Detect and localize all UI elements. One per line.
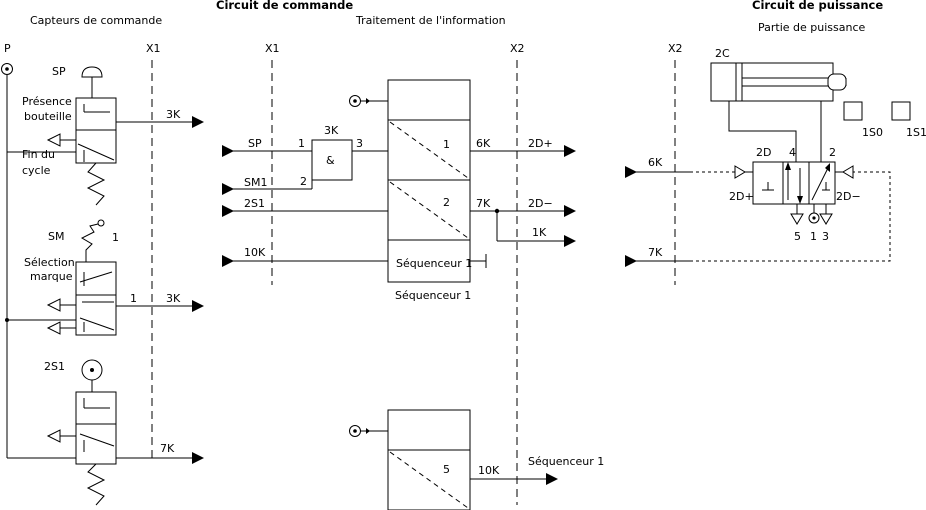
power-input-6k: 6K bbox=[625, 156, 735, 178]
sequencer-label-inside: Séquenceur 1 bbox=[396, 257, 472, 270]
and-pin-2: 2 bbox=[300, 175, 307, 188]
axis-label-x2-right: X2 bbox=[668, 42, 683, 55]
input-label-10k: 10K bbox=[244, 246, 266, 259]
limit-switch-1s0: 1S0 bbox=[843, 101, 883, 139]
input-label-sm1: SM1 bbox=[244, 176, 267, 189]
pressure-supply-line bbox=[1, 63, 76, 459]
sensor-sm-output-label: 3K bbox=[166, 292, 181, 305]
sequencer-signal-2dplus: 2D+ bbox=[528, 137, 553, 150]
power-input-7k: 7K bbox=[625, 171, 891, 267]
sensor-sm: SM 1 1 3K Sélection marque bbox=[24, 219, 204, 336]
cylinder-2c: 2C bbox=[710, 47, 847, 102]
limit-switch-1s1: 1S1 bbox=[891, 101, 926, 139]
power-input-6k-label: 6K bbox=[648, 156, 663, 169]
cylinder-pipes bbox=[728, 101, 822, 162]
and-gate-name: 3K bbox=[324, 124, 339, 137]
sequencer-signal-1k: 1K bbox=[532, 226, 547, 239]
valve-port-2: 2 bbox=[829, 146, 836, 159]
limit-switch-1s1-label: 1S1 bbox=[906, 126, 926, 139]
sensor-sp-text-bouteille: bouteille bbox=[24, 110, 72, 123]
header-circuit-commande: Circuit de commande bbox=[216, 0, 353, 12]
input-label-2s1: 2S1 bbox=[244, 197, 265, 210]
sensor-sm-text-marque: marque bbox=[30, 270, 73, 283]
sequencer-2-label: Séquenceur 1 bbox=[528, 455, 604, 468]
axis-label-x2-left: X2 bbox=[510, 42, 525, 55]
and-pin-1: 1 bbox=[298, 137, 305, 150]
sensor-sp-text-cycle: cycle bbox=[22, 164, 51, 177]
valve-port-1: 1 bbox=[810, 230, 817, 243]
sequencer-2-output-10k: 10K bbox=[478, 464, 500, 477]
sensor-sp: SP 3K Présence bouteille Fin du cycle bbox=[22, 65, 204, 206]
header-traitement: Traitement de l'information bbox=[355, 14, 506, 27]
valve-port-5: 5 bbox=[794, 230, 801, 243]
header-capteurs: Capteurs de commande bbox=[30, 14, 162, 27]
sensor-2s1-output-label: 7K bbox=[160, 442, 175, 455]
header-partie-puissance: Partie de puissance bbox=[758, 21, 866, 34]
sequencer-2: 5 10K Séquenceur 1 bbox=[349, 409, 604, 510]
input-label-sp: SP bbox=[248, 137, 262, 150]
logic-inputs: SP 1 SM1 2 2S1 10K bbox=[222, 137, 388, 267]
sensor-2s1: 2S1 7K bbox=[44, 359, 204, 506]
axis-label-p: P bbox=[4, 42, 11, 55]
valve-pilot-2dplus: 2D+ bbox=[729, 190, 754, 203]
sensor-sm-text-selection: Sélection bbox=[24, 256, 75, 269]
sequencer-label-below: Séquenceur 1 bbox=[395, 289, 471, 302]
sensor-2s1-name: 2S1 bbox=[44, 360, 65, 373]
sequencer-1: 1 2 Séquenceur 1 Séquenceur 1 6K 2D+ 7K … bbox=[349, 79, 576, 302]
cylinder-2c-name: 2C bbox=[715, 47, 730, 60]
valve-2d: 2D 4 2 2D+ 2D− 5 1 3 bbox=[729, 146, 861, 243]
sequencer-2-step-5: 5 bbox=[443, 463, 450, 476]
valve-port-3: 3 bbox=[822, 230, 829, 243]
axis-label-x1-left: X1 bbox=[146, 42, 161, 55]
sensor-sm-port: 1 bbox=[112, 231, 119, 244]
limit-switch-1s0-label: 1S0 bbox=[862, 126, 883, 139]
and-pin-3: 3 bbox=[356, 137, 363, 150]
valve-2d-name: 2D bbox=[756, 146, 771, 159]
axis-label-x1-right: X1 bbox=[265, 42, 280, 55]
sensor-sm-name: SM bbox=[48, 230, 64, 243]
sensor-sp-text-presence: Présence bbox=[22, 95, 72, 108]
sequencer-output-7k: 7K bbox=[476, 197, 491, 210]
valve-port-4: 4 bbox=[789, 146, 796, 159]
header-circuit-puissance: Circuit de puissance bbox=[752, 0, 883, 12]
sequencer-step-1: 1 bbox=[443, 138, 450, 151]
sequencer-output-6k: 6K bbox=[476, 137, 491, 150]
valve-pilot-2dminus: 2D− bbox=[836, 190, 861, 203]
sensor-sp-output-label: 3K bbox=[166, 108, 181, 121]
and-gate-symbol: & bbox=[326, 154, 335, 167]
sensor-sp-text-fin: Fin du bbox=[22, 148, 55, 161]
sequencer-signal-2dminus: 2D− bbox=[528, 197, 553, 210]
sequencer-step-2: 2 bbox=[443, 196, 450, 209]
power-input-7k-label: 7K bbox=[648, 246, 663, 259]
and-gate: & 3K 3 bbox=[311, 124, 388, 181]
sensor-sm-input-label: 1 bbox=[130, 292, 137, 305]
sensor-sp-name: SP bbox=[52, 65, 66, 78]
